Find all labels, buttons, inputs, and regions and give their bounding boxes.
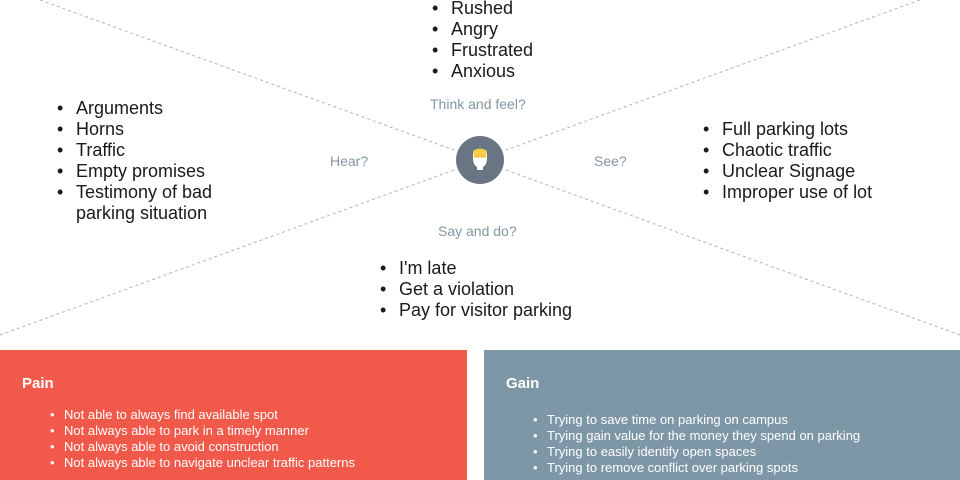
quadrant-divider-lines — [0, 0, 960, 336]
list-item: Full parking lots — [701, 119, 872, 140]
divider-line-top-right — [505, 0, 921, 151]
list-item: Trying to remove conflict over parking s… — [531, 460, 860, 476]
think-feel-list: Rushed Angry Frustrated Anxious — [430, 0, 533, 82]
head-icon — [473, 148, 487, 170]
say-do-list: I'm late Get a violation Pay for visitor… — [378, 258, 572, 321]
list-item: I'm late — [378, 258, 572, 279]
list-item: Not always able to navigate unclear traf… — [48, 455, 355, 471]
list-item: Not always able to park in a timely mann… — [48, 423, 355, 439]
pain-panel: Pain Not able to always find available s… — [0, 350, 467, 480]
divider-line-bottom-left — [0, 169, 455, 336]
say-do-label: Say and do? — [438, 223, 517, 239]
list-item: Angry — [430, 19, 533, 40]
divider-line-bottom-right — [505, 169, 960, 336]
think-feel-label: Think and feel? — [430, 96, 526, 112]
list-item: Not able to always find available spot — [48, 407, 355, 423]
list-item: Arguments — [55, 98, 245, 119]
pain-title: Pain — [22, 375, 54, 392]
gain-title: Gain — [506, 375, 540, 392]
list-item: Frustrated — [430, 40, 533, 61]
list-item: Not always able to avoid construction — [48, 439, 355, 455]
gain-list: Trying to save time on parking on campus… — [531, 412, 860, 476]
hear-label: Hear? — [330, 153, 369, 169]
see-list: Full parking lots Chaotic traffic Unclea… — [701, 119, 872, 203]
list-item: Trying gain value for the money they spe… — [531, 428, 860, 444]
pain-list: Not able to always find available spot N… — [48, 407, 355, 471]
list-item: Empty promises — [55, 161, 245, 182]
gain-panel: Gain Trying to save time on parking on c… — [484, 350, 960, 480]
list-item: Horns — [55, 119, 245, 140]
list-item: Unclear Signage — [701, 161, 872, 182]
list-item: Anxious — [430, 61, 533, 82]
list-item: Get a violation — [378, 279, 572, 300]
center-circle — [456, 136, 504, 184]
hear-list: Arguments Horns Traffic Empty promises T… — [55, 98, 245, 224]
list-item: Rushed — [430, 0, 533, 19]
list-item: Improper use of lot — [701, 182, 872, 203]
list-item: Chaotic traffic — [701, 140, 872, 161]
list-item: Pay for visitor parking — [378, 300, 572, 321]
list-item: Testimony of bad parking situation — [55, 182, 245, 224]
list-item: Trying to easily identify open spaces — [531, 444, 860, 460]
list-item: Traffic — [55, 140, 245, 161]
see-label: See? — [594, 153, 627, 169]
list-item: Trying to save time on parking on campus — [531, 412, 860, 428]
divider-line-top-left — [39, 0, 455, 151]
